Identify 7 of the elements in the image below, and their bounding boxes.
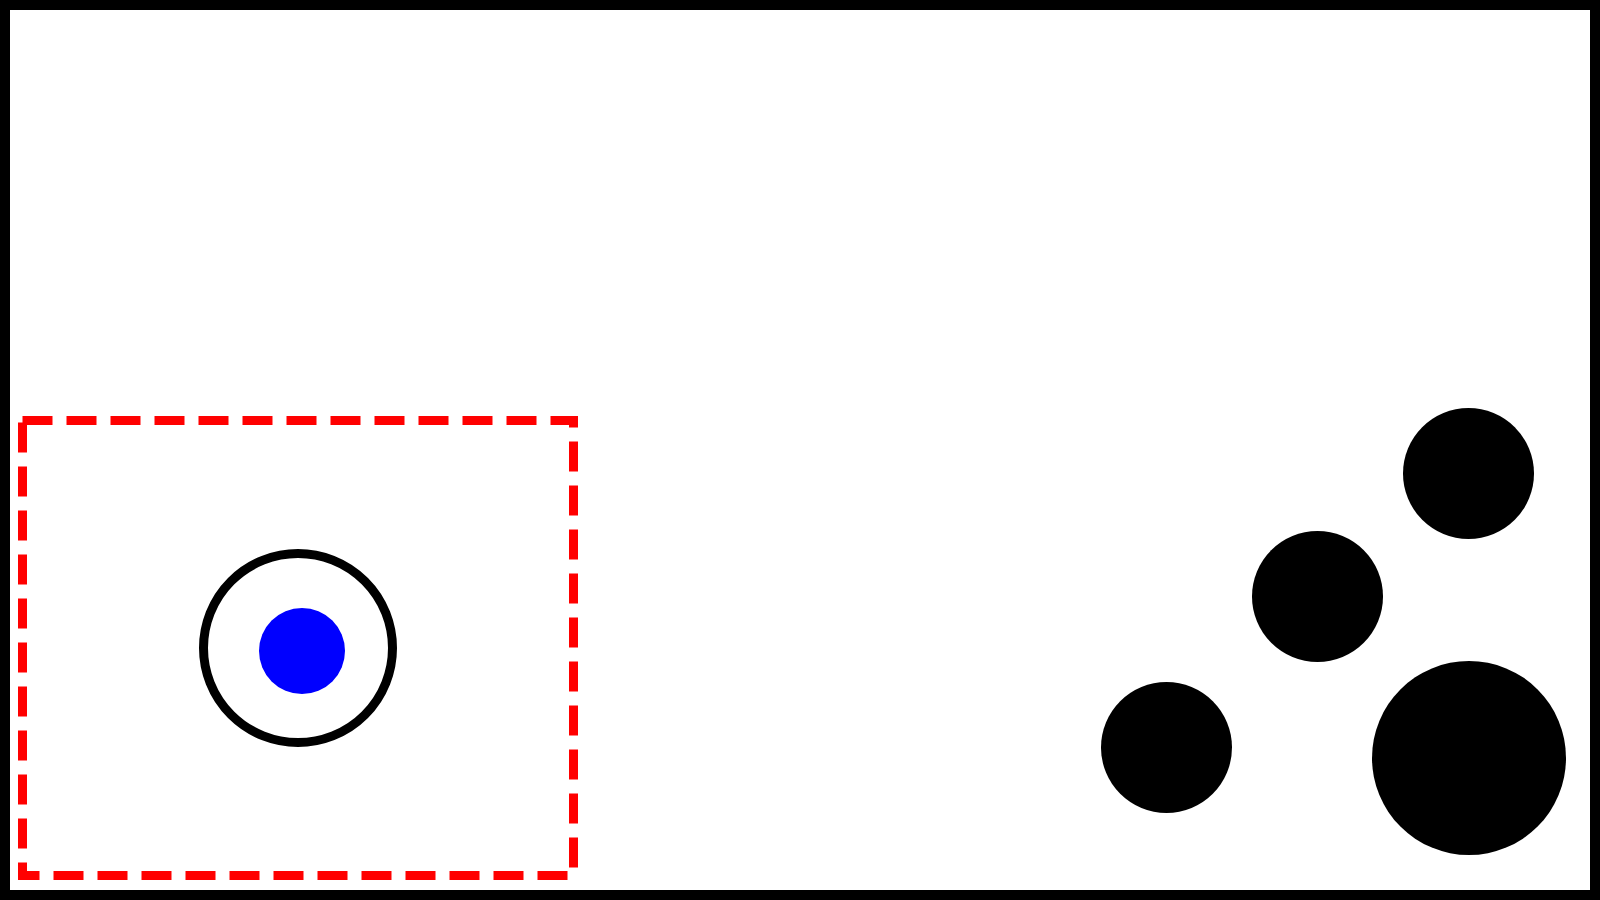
ring xyxy=(199,549,397,747)
filled-circle xyxy=(1101,682,1232,813)
filled-circle xyxy=(1403,408,1534,539)
filled-circle xyxy=(1252,531,1383,662)
dashed-frame xyxy=(18,416,578,880)
filled-circle xyxy=(1372,661,1566,855)
dot xyxy=(259,608,345,694)
